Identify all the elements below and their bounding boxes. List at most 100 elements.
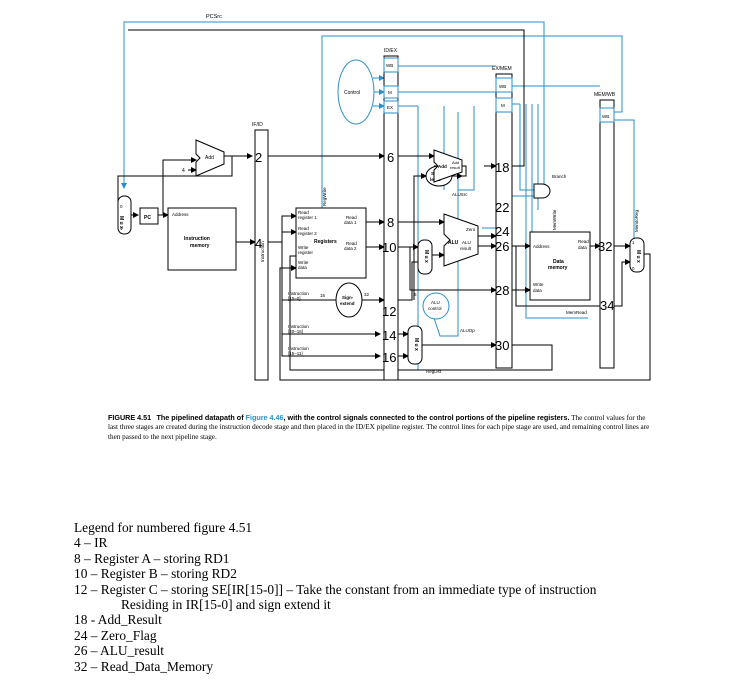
- branch-and-gate: Branch: [533, 174, 567, 199]
- constant-four: 4: [182, 168, 185, 174]
- instr-15-0-b: [15–0]: [288, 296, 301, 301]
- instr-20-16-b: [20–16]: [288, 329, 303, 334]
- dmem-write-b: data: [533, 288, 542, 293]
- pc-mux-letters: M u x: [118, 216, 124, 229]
- branch-adder: Add Add result: [433, 149, 463, 183]
- aluop-label: ALUOp: [460, 328, 475, 333]
- dmem-write-a: Write: [533, 282, 544, 287]
- number-28: 28: [495, 283, 509, 298]
- imem-title-b: memory: [190, 243, 210, 249]
- dmem-read-a: Read: [578, 239, 589, 244]
- sign-extend: Sign- extend: [335, 282, 363, 318]
- regdst-mux-letters: M u x: [413, 338, 419, 351]
- rf-title: Registers: [314, 239, 337, 245]
- instruction-memory: Address Instruction memory: [167, 207, 237, 271]
- alu-control: ALU control 6 ALUOp: [414, 292, 475, 333]
- mem-wb-register: MEM/WB WB: [594, 92, 616, 369]
- alusrc-label: ALUSrc: [452, 192, 468, 197]
- sign-extend-a: Sign-: [342, 295, 354, 300]
- regdst-label: RegDst: [426, 369, 442, 374]
- caption-text-a: The pipelined datapath of: [156, 413, 246, 422]
- pipelined-datapath-diagram: PCSrc 0 M u x 1 PC Add 4 Address Instruc…: [117, 14, 651, 381]
- pc-mux-one: 1: [120, 226, 123, 231]
- rf-write-data-b: data: [298, 265, 307, 270]
- alu-control-b: control: [428, 306, 442, 311]
- number-32: 32: [598, 239, 612, 254]
- wb-mux-letters: M u x: [635, 250, 641, 263]
- branch-add-b: Add: [452, 160, 459, 165]
- pc-mux-zero: 0: [120, 204, 123, 209]
- alu-src-mux-letters: M u x: [423, 250, 429, 263]
- number-22: 22: [495, 200, 509, 215]
- wb-mux-one: 1: [632, 240, 635, 245]
- control-wires: [121, 21, 635, 371]
- legend-title: Legend for numbered figure 4.51: [74, 520, 253, 535]
- caption-figure-ref[interactable]: Figure 4.46: [245, 413, 284, 422]
- id-ex-label: ID/EX: [384, 48, 398, 54]
- memread-label: MemRead: [566, 310, 587, 315]
- instr-20-16-a: Instruction: [288, 324, 309, 329]
- pc-adder: Add 4: [182, 139, 225, 177]
- sign-extend-b: extend: [340, 301, 355, 306]
- instr-15-11-b: [15–11]: [288, 351, 303, 356]
- number-14: 14: [382, 328, 396, 343]
- legend: Legend for numbered figure 4.51 4 – IR 8…: [74, 520, 734, 674]
- dmem-read-b: data: [578, 245, 587, 250]
- number-10: 10: [382, 240, 396, 255]
- number-6: 6: [387, 150, 394, 165]
- rf-read-reg2-b: register 2: [298, 231, 317, 236]
- legend-item: 26 – ALU_result: [74, 643, 165, 659]
- writeback-mux: 1 M u x 0: [629, 237, 645, 273]
- figure-label: FIGURE 4.51: [108, 413, 152, 422]
- number-4: 4: [255, 236, 262, 251]
- dmem-title-b: memory: [548, 265, 568, 271]
- rf-read-data1-a: Read: [346, 215, 357, 220]
- if-id-register: IF/ID Instruction: [252, 122, 269, 381]
- branch-label: Branch: [552, 174, 567, 179]
- alu-result-a: ALU: [462, 240, 471, 245]
- data-memory: Address Read data Data memory Write data…: [529, 231, 591, 315]
- legend-item: 4 – IR: [74, 535, 108, 551]
- ex-mem-wb: WB: [499, 84, 506, 89]
- alu-result-b: result: [460, 246, 472, 251]
- dmem-title-a: Data: [553, 259, 564, 265]
- control-unit-label: Control: [344, 90, 360, 96]
- legend-item: 10 – Register B – storing RD2: [74, 566, 237, 582]
- rf-read-reg1-b: register 1: [298, 215, 317, 220]
- number-16: 16: [382, 350, 396, 365]
- imem-title-a: Instruction: [184, 236, 210, 242]
- id-ex-ex: EX: [387, 105, 393, 110]
- width-32-label: 32: [364, 292, 370, 297]
- legend-item: 12 – Register C – storing SE[IR[15-0]] –…: [74, 581, 597, 597]
- caption-text-b: , with the control signals connected to …: [283, 413, 570, 422]
- mem-wb-wb: WB: [602, 114, 609, 119]
- width-6-label: 6: [414, 292, 417, 297]
- number-30: 30: [495, 338, 509, 353]
- rf-read-data1-b: data 1: [344, 220, 357, 225]
- wb-mux-zero: 0: [632, 266, 635, 271]
- if-id-instruction-label: Instruction: [260, 241, 265, 262]
- dmem-address: Address: [533, 244, 550, 249]
- legend-item-continuation: Residing in IR[15-0] and sign extend it: [121, 597, 331, 613]
- number-18: 18: [495, 160, 509, 175]
- number-2: 2: [255, 150, 262, 165]
- alu-src-mux: M u x: [417, 239, 433, 275]
- mem-wb-label: MEM/WB: [594, 92, 616, 98]
- pc-register: PC: [139, 207, 159, 225]
- alu-zero-label: Zero: [466, 227, 476, 232]
- pc-label: PC: [144, 215, 151, 221]
- register-file: Read register 1 Read register 2 Write re…: [295, 207, 367, 279]
- branch-add-a: Add: [438, 164, 447, 169]
- regwrite-label: RegWrite: [322, 187, 327, 206]
- id-ex-m: M: [388, 90, 392, 95]
- pc-adder-label: Add: [205, 155, 214, 161]
- rf-read-data2-a: Read: [346, 241, 357, 246]
- instr-15-0-a: Instruction: [288, 291, 309, 296]
- alu-label: ALU: [448, 240, 459, 246]
- annotation-numbers: 2 4 6 8 10 12 14 16 18 22 24 26 28 30 32…: [255, 150, 614, 365]
- legend-item: 24 – Zero_Flag: [74, 627, 157, 643]
- ex-mem-m: M: [501, 103, 505, 108]
- rf-write-data-a: Write: [298, 260, 309, 265]
- caption-text-c: The control values for the last three st…: [108, 414, 650, 441]
- rf-read-data2-b: data 2: [344, 246, 357, 251]
